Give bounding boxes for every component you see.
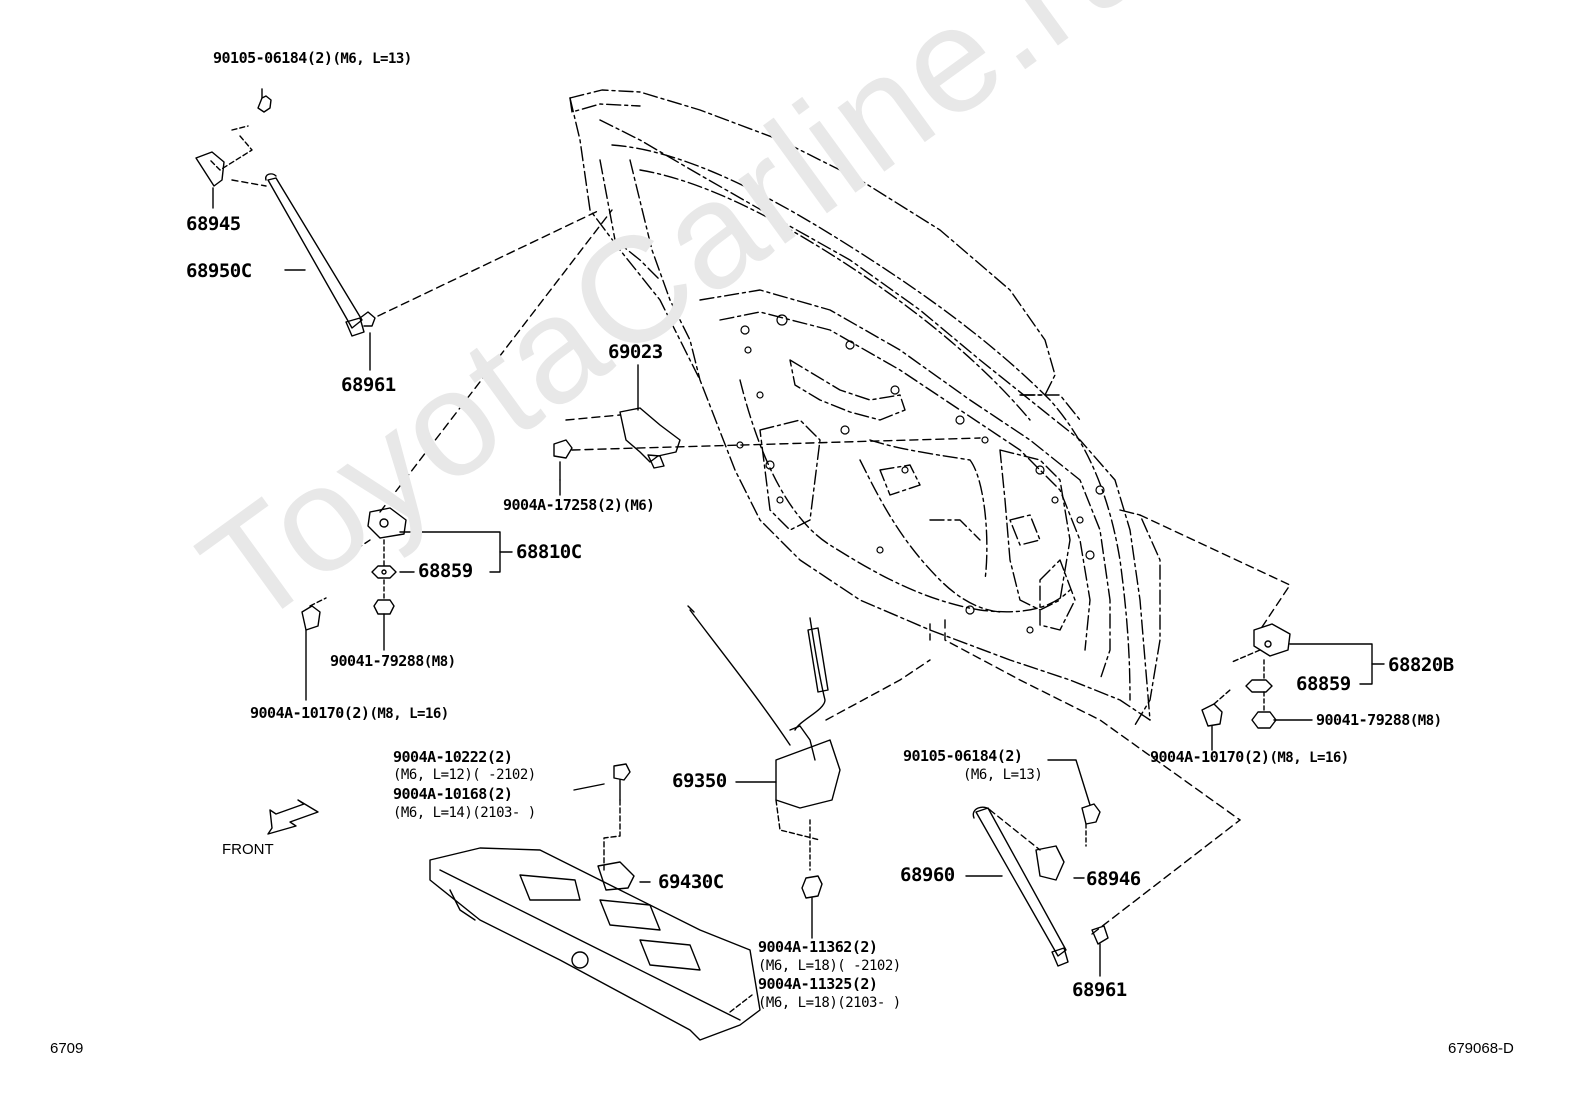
label-striker-bolt-b: 9004A-10168(2) <box>393 785 513 803</box>
label-ball-stud-right: 68961 <box>1072 979 1127 1001</box>
label-hinge-68820b: 68820B <box>1388 654 1454 676</box>
left-strut-group <box>195 88 601 371</box>
label-bolt-right: 9004A-10170(2)(M8, L=16) <box>1150 748 1349 766</box>
label-striker-bolt-b-spec: (M6, L=14)(2103- ) <box>393 805 536 821</box>
label-handle-69023: 69023 <box>608 341 663 363</box>
label-strut-68960: 68960 <box>900 864 955 886</box>
label-bracket-68945: 68945 <box>186 213 241 235</box>
label-lock-69350: 69350 <box>672 770 727 792</box>
label-bolt-left: 9004A-10170(2)(M8, L=16) <box>250 704 449 722</box>
handle-group <box>553 364 981 496</box>
label-ball-stud-left: 68961 <box>341 374 396 396</box>
trunk-lid-holes <box>736 314 1105 634</box>
label-striker-bolt-a: 9004A-10222(2) <box>393 748 513 766</box>
label-nut-right: 90041-79288(M8) <box>1316 711 1442 729</box>
right-strut-group <box>965 759 1241 977</box>
label-striker-bolt-a-spec: (M6, L=12)( -2102) <box>393 767 536 783</box>
label-bolt-top-left: 90105-06184(2)(M6, L=13) <box>213 49 412 67</box>
figure-code: 679068-D <box>1448 1040 1514 1057</box>
label-bracket-68946: 68946 <box>1086 868 1141 890</box>
trunk-lid-outline <box>569 89 1241 821</box>
right-hinge-group <box>1139 514 1385 751</box>
lock-group <box>687 605 931 939</box>
back-panel <box>429 847 761 1041</box>
label-bolt-right-upper: 90105-06184(2) <box>903 747 1023 765</box>
label-lock-bolt-b-spec: (M6, L=18)(2103- ) <box>758 995 901 1011</box>
label-lock-bolt-b: 9004A-11325(2) <box>758 975 878 993</box>
front-arrow-icon <box>267 799 319 835</box>
page-code: 6709 <box>50 1040 84 1057</box>
label-handle-nut: 9004A-17258(2)(M6) <box>503 496 655 514</box>
label-strut-68950c: 68950C <box>186 260 252 282</box>
label-striker-69430c: 69430C <box>658 871 724 893</box>
label-washer-right: 68859 <box>1296 673 1351 695</box>
label-lock-bolt-a: 9004A-11362(2) <box>758 938 878 956</box>
label-washer-left: 68859 <box>418 560 473 582</box>
label-lock-bolt-a-spec: (M6, L=18)( -2102) <box>758 958 901 974</box>
front-direction-label: FRONT <box>222 841 274 858</box>
label-nut-left: 90041-79288(M8) <box>330 652 456 670</box>
left-hinge-group <box>301 209 613 701</box>
striker-group <box>573 763 651 891</box>
label-bolt-right-upper-spec: (M6, L=13) <box>963 767 1043 783</box>
label-hinge-68810c: 68810C <box>516 541 582 563</box>
